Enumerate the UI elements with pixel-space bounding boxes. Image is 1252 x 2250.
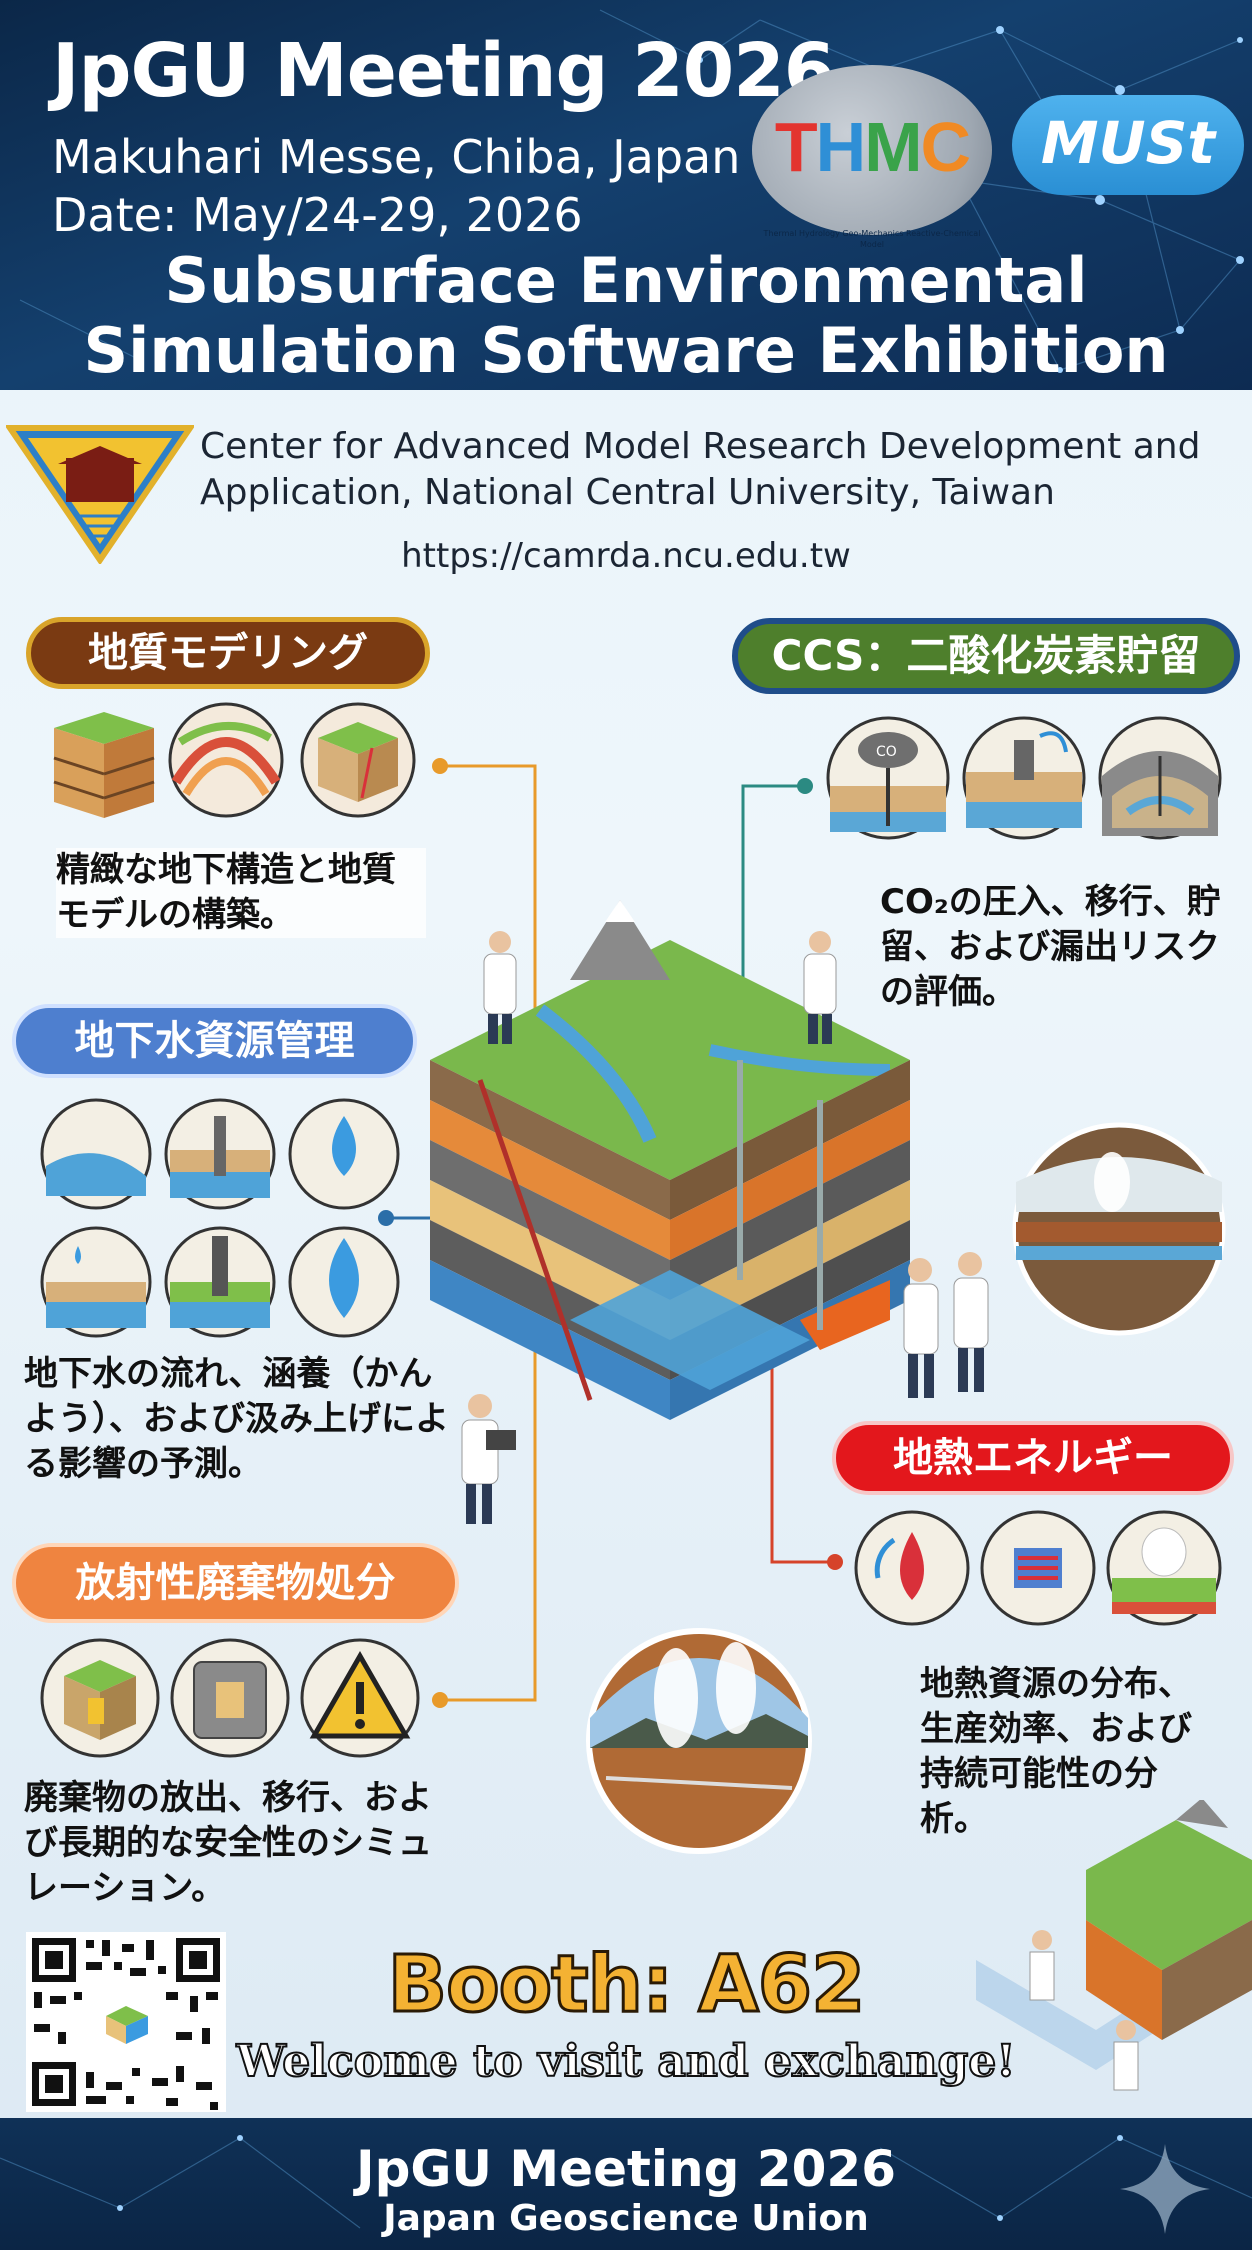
geology-modeling-pill: 地質モデリング xyxy=(26,617,430,689)
footer-title: JpGU Meeting 2026 xyxy=(355,2140,896,2198)
radioactive-waste-pill: 放射性廃棄物処分 xyxy=(12,1543,459,1623)
event-venue: Makuhari Messe, Chiba, Japan xyxy=(52,130,741,184)
thmc-logo-subtitle: Thermal Hydrology Geo-Mechanics Reactive… xyxy=(763,229,981,249)
exhibition-title: Subsurface Environmental Simulation Soft… xyxy=(83,244,1169,387)
thmc-logo: THMC xyxy=(752,65,992,235)
groundwater-description: 地下水の流れ、涵養（かんよう）、および汲み上げによる影響の予測。 xyxy=(24,1354,449,1484)
network-background-icon xyxy=(0,2135,1252,2229)
ccs-description: CO₂の圧入、移行、貯留、および漏出リスクの評価。 xyxy=(880,882,1221,1012)
qr-code[interactable] xyxy=(26,1932,226,2112)
sparkle-icon xyxy=(1120,2144,1210,2234)
groundwater-management-pill: 地下水資源管理 xyxy=(12,1004,417,1078)
organization-url[interactable]: https://camrda.ncu.edu.tw xyxy=(401,536,851,576)
footer-banner: JpGU Meeting 2026 Japan Geoscience Union xyxy=(0,2118,1252,2250)
scientist-group-icon xyxy=(903,1252,989,1398)
geothermal-plant-photo xyxy=(586,1628,812,1854)
svg-text:CO: CO xyxy=(876,744,897,760)
geology-block-icons xyxy=(53,702,416,818)
radioactive-description: 廃棄物の放出、移行、および長期的な安全性のシミュレーション。 xyxy=(24,1778,432,1908)
ccs-icons: CO xyxy=(826,716,1222,840)
event-title: JpGU Meeting 2026 xyxy=(52,28,835,114)
subsurface-cross-section xyxy=(430,900,910,1420)
corner-cross-section xyxy=(976,1800,1252,2091)
geothermal-energy-pill: 地熱エネルギー xyxy=(832,1421,1234,1495)
scientist-figure-icon xyxy=(483,931,517,1044)
scientist-figure-icon xyxy=(803,931,837,1044)
booth-label: Booth: A62 xyxy=(386,1939,867,2032)
footer-subtitle: Japan Geoscience Union xyxy=(383,2198,869,2239)
groundwater-icons xyxy=(40,1098,400,1338)
geothermal-field-photo xyxy=(1012,1122,1226,1336)
geology-description: 精緻な地下構造と地質モデルの構築。 xyxy=(56,848,426,938)
must-logo: MUSt xyxy=(1012,95,1244,195)
radioactive-waste-icons xyxy=(40,1638,420,1758)
welcome-message: Welcome to visit and exchange! xyxy=(235,2035,1016,2088)
ncu-emblem-icon xyxy=(6,425,194,564)
geothermal-icons xyxy=(854,1510,1222,1626)
geothermal-description: 地熱資源の分布、生産効率、および持続可能性の分析。 xyxy=(920,1664,1192,1839)
event-date: Date: May/24-29, 2026 xyxy=(52,188,583,242)
must-logo-text: MUSt xyxy=(1040,109,1216,177)
scientist-laptop-icon xyxy=(461,1394,516,1524)
organization-name: Center for Advanced Model Research Devel… xyxy=(200,426,1201,513)
header-banner: JpGU Meeting 2026 Makuhari Messe, Chiba,… xyxy=(0,0,1252,390)
ccs-storage-pill: CCS：二酸化炭素貯留 xyxy=(732,618,1240,694)
